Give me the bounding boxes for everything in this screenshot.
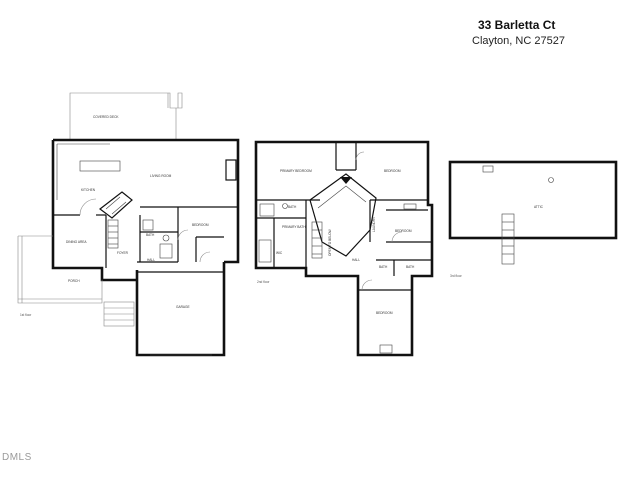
porch-steps bbox=[103, 301, 135, 327]
stairs-floor-2 bbox=[311, 221, 323, 259]
floor-label-3: 3rd floor bbox=[450, 274, 463, 278]
stairs-floor-1 bbox=[107, 219, 119, 249]
room-label-porch: PORCH bbox=[68, 279, 80, 283]
room-label-bath-1: BATH bbox=[146, 233, 155, 237]
property-address-street: 33 Barletta Ct bbox=[478, 18, 556, 32]
room-label-bedroom-3: BEDROOM bbox=[395, 229, 412, 233]
room-label-attic: ATTIC bbox=[534, 205, 544, 209]
floor-2-plan bbox=[254, 140, 434, 357]
room-label-living-room: LIVING ROOM bbox=[150, 174, 172, 178]
room-label-covered-deck: COVERED DECK bbox=[93, 115, 119, 119]
room-label-dining-area: DINING AREA bbox=[66, 240, 87, 244]
room-label-bath-3: BATH bbox=[379, 265, 388, 269]
room-label-primary-bath: PRIMARY BATH bbox=[282, 225, 306, 229]
room-label-open-to-below: OPEN TO BELOW bbox=[328, 229, 332, 256]
room-label-garage: GARAGE bbox=[176, 305, 190, 309]
room-label-primary-bedroom: PRIMARY BEDROOM bbox=[280, 169, 312, 173]
room-label-bedroom-1: BEDROOM bbox=[192, 223, 209, 227]
room-label-hall-1: HALL bbox=[147, 258, 155, 262]
mls-watermark: DMLS bbox=[2, 452, 32, 463]
floor-1-plan bbox=[17, 92, 240, 357]
room-label-laundry: LAUNDRY bbox=[372, 216, 376, 232]
property-address-city: Clayton, NC 27527 bbox=[472, 35, 565, 47]
floor-label-1: 1st floor bbox=[20, 313, 32, 317]
room-label-bedroom-2: BEDROOM bbox=[384, 169, 401, 173]
room-label-bedroom-4: BEDROOM bbox=[376, 311, 393, 315]
room-label-bath-2: BATH bbox=[288, 205, 297, 209]
room-label-hall-2: HALL bbox=[352, 258, 360, 262]
room-label-kitchen: KITCHEN bbox=[81, 188, 96, 192]
room-label-bath-4: BATH bbox=[406, 265, 415, 269]
stairs-floor-3 bbox=[501, 213, 515, 265]
room-label-foyer: FOYER bbox=[117, 251, 129, 255]
floor-3-plan bbox=[448, 160, 618, 265]
room-label-wic: WIC bbox=[276, 251, 283, 255]
floor-label-2: 2nd floor bbox=[257, 280, 270, 284]
